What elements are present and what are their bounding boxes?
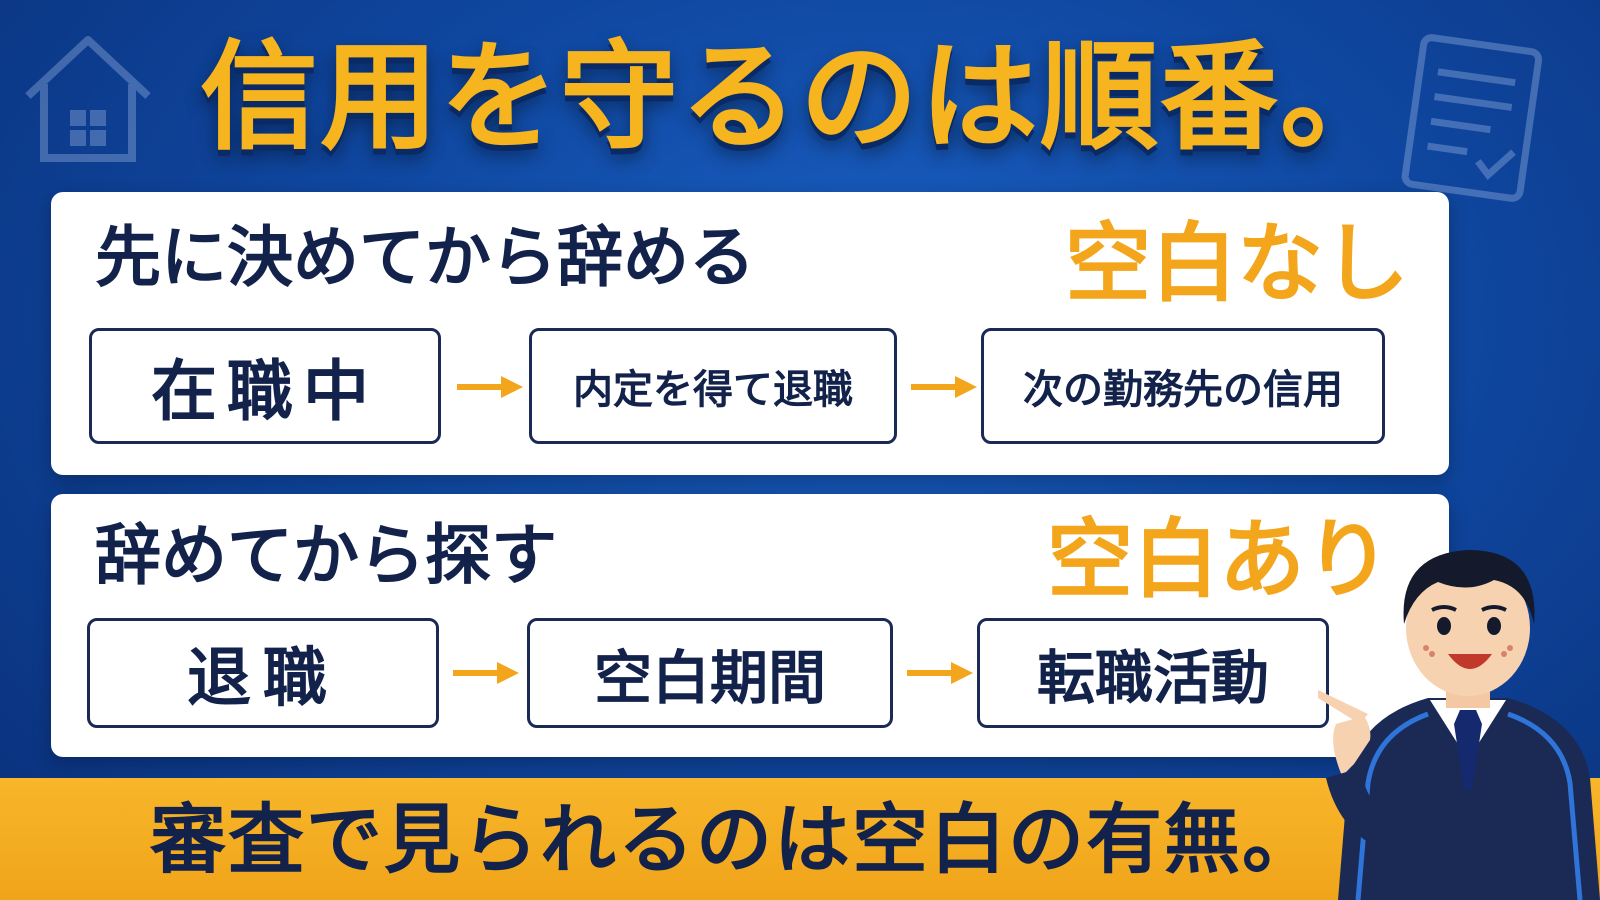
arrow-right-icon [911,376,977,398]
panel-heading: 先に決めてから辞める [95,219,755,296]
panel-with-gap: 辞めてから探す 空白あり 退職 空白期間 転職活動 [51,494,1449,757]
panel-heading: 辞めてから探す [95,517,557,594]
flow-step-offer-then-quit: 内定を得て退職 [529,328,897,444]
arrow-right-icon [453,662,519,684]
panel-no-gap: 先に決めてから辞める 空白なし 在職中 内定を得て退職 次の勤務先の信用 [51,192,1449,475]
flow-step-quit: 退職 [87,618,439,728]
document-check-icon [1401,34,1543,202]
arrow-right-icon [457,376,523,398]
flow-step-employed: 在職中 [89,328,441,444]
footer-message: 審査で見られるのは空白の有無。 [150,795,1320,884]
flow-step-job-hunting: 転職活動 [977,618,1329,728]
flow-step-next-employer-credit: 次の勤務先の信用 [981,328,1385,444]
businessman-illustration [1318,550,1600,900]
house-icon [25,36,151,162]
arrow-right-icon [907,662,973,684]
panel-tag: 空白なし [1065,214,1409,314]
flow-step-gap-period: 空白期間 [527,618,893,728]
panel-tag: 空白あり [1047,510,1391,610]
page-title: 信用を守るのは順番。 [199,28,1400,166]
